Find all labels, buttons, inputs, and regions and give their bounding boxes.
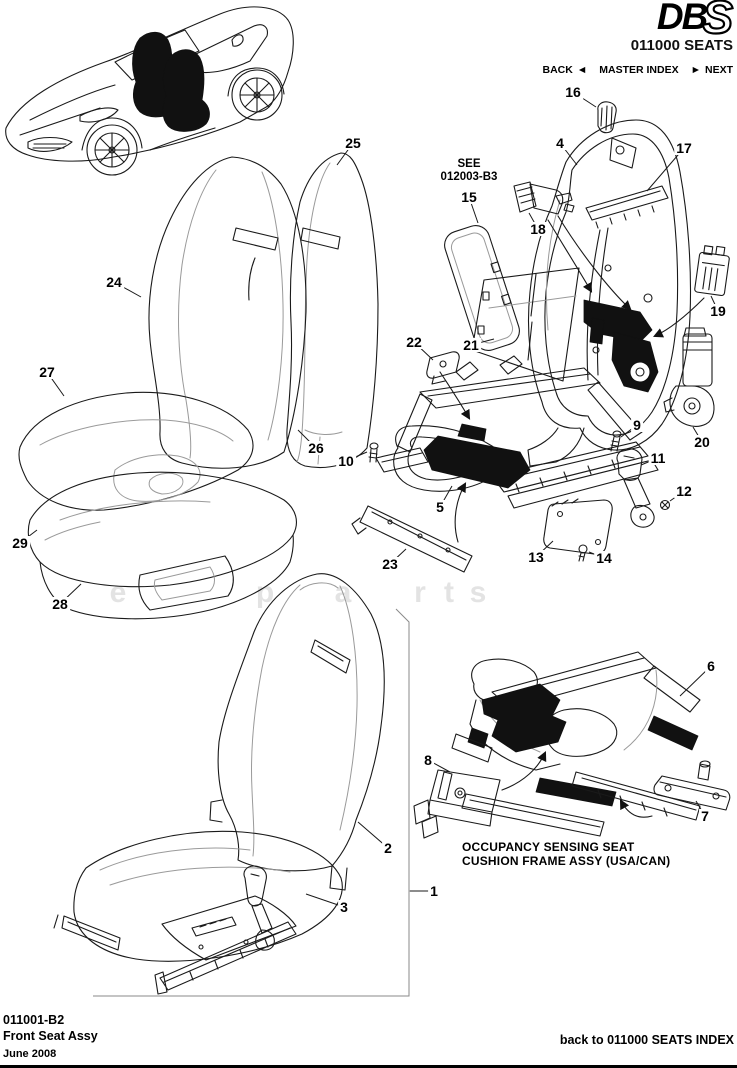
occupancy-sensor-pad <box>481 683 567 753</box>
leader-line-18 <box>528 212 539 230</box>
bottom-rule <box>0 1065 737 1068</box>
document-date: June 2008 <box>3 1048 57 1060</box>
see-reference-line2: 012003-B3 <box>440 171 498 183</box>
backrest-frame-assembly <box>444 101 730 467</box>
leader-line-9 <box>620 424 638 438</box>
occupancy-frame-caption: OCCUPANCY SENSING SEAT CUSHION FRAME ASS… <box>462 840 670 868</box>
leader-line-28 <box>59 583 82 605</box>
leader-line-11 <box>640 457 659 466</box>
caption-line1: OCCUPANCY SENSING SEAT <box>462 840 635 854</box>
document-code: 011001-B2 <box>3 1013 65 1027</box>
leader-line-15 <box>468 196 479 224</box>
caption-line2: CUSHION FRAME ASSY (USA/CAN) <box>462 854 671 868</box>
leader-line-5 <box>439 485 453 508</box>
seats-index-link[interactable]: back to 011000 SEATS INDEX <box>559 1033 734 1047</box>
leader-line-22 <box>413 341 434 361</box>
master-index-link[interactable]: MASTER INDEX <box>599 64 679 76</box>
leader-line-20 <box>692 426 703 443</box>
cushion-frame-assembly <box>351 351 671 573</box>
next-arrow-icon: ► <box>690 64 701 76</box>
leader-line-19 <box>710 295 719 312</box>
car-locator-illustration <box>5 6 294 176</box>
recliner-motor <box>611 331 659 393</box>
seat-cushion-covers <box>18 391 297 620</box>
assembly-bracket <box>93 608 423 997</box>
leader-line-17 <box>646 147 685 192</box>
leader-line-2 <box>357 821 389 849</box>
seat-pad-highlight <box>423 435 531 489</box>
leader-line-12 <box>669 490 685 502</box>
leader-line-27 <box>46 371 65 397</box>
leader-line-23 <box>389 548 407 565</box>
leader-line-10 <box>345 451 368 462</box>
dbs-logo: DB S <box>656 0 734 43</box>
leader-line-16 <box>572 91 597 108</box>
navigation-bar: BACK ◄ MASTER INDEX ► NEXT <box>542 64 733 76</box>
see-reference-note: SEE 012003-B3 <box>426 158 512 184</box>
seat-back-covers <box>148 152 379 469</box>
complete-seat-assembly <box>53 573 423 997</box>
document-title: Front Seat Assy <box>3 1029 98 1043</box>
dbs-logo-db: DB <box>656 0 708 37</box>
back-arrow-icon: ◄ <box>576 64 588 76</box>
see-reference-line1: SEE <box>457 158 481 170</box>
next-link[interactable]: ► NEXT <box>690 64 733 76</box>
back-link[interactable]: BACK ◄ <box>542 64 588 76</box>
leader-line-24 <box>113 281 142 298</box>
leader-line-4 <box>559 142 578 166</box>
section-title: 011000 SEATS <box>630 37 733 54</box>
dbs-logo-s: S <box>701 0 734 43</box>
leader-line-3 <box>305 893 345 908</box>
leader-line-6 <box>679 665 712 697</box>
occupancy-sensing-frame-assembly <box>413 651 731 839</box>
